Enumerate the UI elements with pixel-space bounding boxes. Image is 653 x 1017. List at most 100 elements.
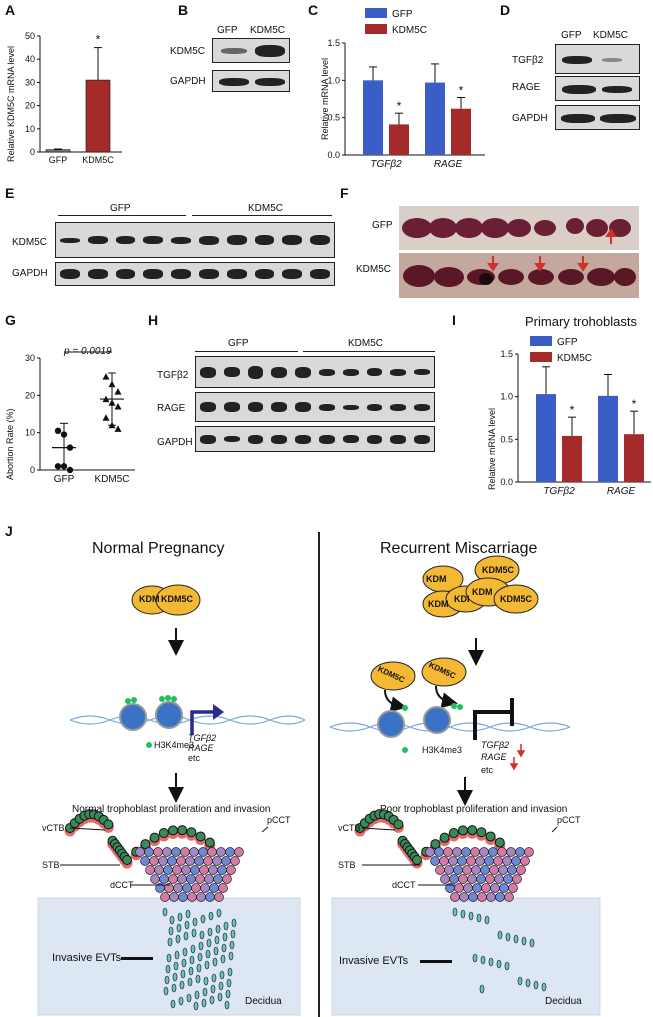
evt-cell: [199, 930, 205, 940]
cct-cell: [159, 874, 169, 884]
blot-e-gfp-bracket: [58, 215, 186, 216]
cct-cell: [171, 847, 181, 857]
chart-i-tick-label: 1.0: [500, 392, 513, 402]
evt-cell: [452, 907, 458, 917]
cct-cell: [444, 865, 454, 875]
evt-cell: [497, 930, 503, 940]
evt-cell: [178, 996, 184, 1006]
blot-band: [60, 269, 80, 279]
cct-cell: [196, 892, 206, 902]
cct-cell: [189, 847, 199, 857]
blot-e-kdm-label: KDM5C: [248, 203, 284, 214]
evt-cell: [197, 952, 203, 962]
cct-cell: [177, 874, 187, 884]
evt-cell: [165, 964, 171, 974]
blot-band: [295, 434, 311, 444]
rm-dna: [329, 722, 571, 732]
rm-enzyme-6: KDM5C: [500, 594, 533, 604]
cct-cell: [511, 856, 521, 866]
blot-band: [200, 366, 216, 378]
chart-i-bar: [536, 394, 556, 482]
normal-vctb-label: vCTB: [42, 823, 65, 833]
evt-cell: [479, 984, 485, 994]
blot-d-rage-label: RAGE: [512, 82, 541, 93]
evt-cell: [217, 992, 223, 1002]
cct-cell: [207, 847, 217, 857]
chart-g-point: [102, 373, 110, 380]
blot-band: [390, 403, 407, 411]
evt-cell: [504, 961, 510, 971]
normal-pcct-label: pCCT: [267, 815, 291, 825]
blot-band: [254, 235, 275, 245]
evt-cell: [223, 921, 229, 931]
cct-cell: [154, 865, 164, 875]
cct-cell: [468, 892, 478, 902]
cct-cell: [448, 856, 458, 866]
chart-g-point: [54, 427, 62, 434]
cct-cell: [454, 883, 464, 893]
cct-cell: [477, 892, 487, 902]
blot-band: [223, 436, 240, 442]
uterus-photo: [399, 206, 639, 298]
evt-cell: [168, 926, 174, 936]
cct-cell: [506, 847, 516, 857]
evt-cell: [496, 959, 502, 969]
evt-cell: [162, 907, 168, 917]
cct-cell: [508, 883, 518, 893]
cct-cell: [493, 856, 503, 866]
cct-cell: [495, 892, 505, 902]
cct-cell: [457, 856, 467, 866]
cct-cell: [145, 865, 155, 875]
evt-cell: [201, 998, 207, 1008]
cct-cell: [168, 874, 178, 884]
rm-gene-2: RAGE: [481, 752, 507, 762]
normal-stb-label: STB: [42, 860, 60, 870]
blot-e-gfp-label: GFP: [110, 203, 131, 214]
blot-h-tgfb2: [195, 356, 435, 388]
blot-band: [143, 236, 164, 244]
normal-nucleosomes: [119, 695, 183, 748]
blot-band: [199, 235, 219, 245]
chart-g-point: [66, 466, 74, 474]
cct-cell: [140, 856, 150, 866]
blot-e-gapdh: [55, 262, 335, 286]
blot-band: [319, 368, 335, 376]
rm-gene-1: TGFβ2: [481, 740, 510, 750]
normal-enzyme: [131, 584, 201, 616]
blot-band: [171, 236, 191, 244]
evt-cell: [163, 986, 169, 996]
evt-cell: [472, 953, 478, 963]
cct-cell: [480, 865, 490, 875]
evt-cell: [187, 977, 193, 987]
cct-cell: [515, 847, 525, 857]
blot-band: [342, 368, 359, 376]
blot-band: [319, 403, 335, 411]
blot-band: [200, 434, 216, 444]
cct-cell: [488, 847, 498, 857]
chart-a-ylabel: Relative KDM5C mRNA level: [6, 45, 16, 162]
cct-cell: [216, 847, 226, 857]
chart-c-bar: [425, 82, 445, 155]
blot-b-kdm5c: [212, 38, 290, 63]
kdm5c-uterus: [403, 265, 636, 287]
cct-cell: [149, 856, 159, 866]
normal-enzyme-kdm-label: KDM: [139, 594, 160, 604]
evt-cell: [167, 937, 173, 947]
evt-cell: [181, 958, 187, 968]
blot-h-kdm-label: KDM5C: [348, 338, 384, 349]
evt-cell: [179, 980, 185, 990]
photo-f-kdm-label: KDM5C: [356, 264, 392, 275]
chart-g-tick-label: 20: [25, 390, 35, 400]
chart-g-point: [54, 463, 62, 470]
evt-cell: [212, 957, 218, 967]
evt-cell: [173, 961, 179, 971]
cct-cell: [194, 856, 204, 866]
evt-cell: [541, 982, 547, 992]
evt-cell: [206, 938, 212, 948]
blot-d-tgfb2: [555, 44, 640, 74]
cct-cell: [520, 856, 530, 866]
cct-cell: [199, 865, 209, 875]
